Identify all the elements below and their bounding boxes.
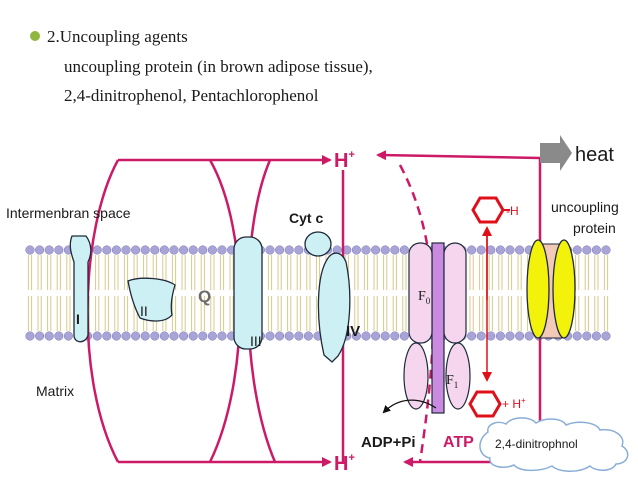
f0-label: F0	[418, 289, 431, 306]
dnp-top	[471, 196, 510, 224]
uncoupling-protein-label-2: protein	[573, 220, 616, 236]
atp-label: ATP	[443, 434, 474, 451]
complex-II-label: II	[140, 303, 148, 319]
dnp-bottom	[468, 390, 502, 418]
uncoupling-protein-label-1: uncoupling	[551, 199, 619, 215]
complex-III-label: III	[250, 333, 262, 349]
header-line-2: 2,4-dinitrophenol, Pentachlorophenol	[64, 86, 319, 105]
heat-label: heat	[575, 144, 614, 166]
complex-I: I	[69, 235, 92, 343]
proton-top-label: H+	[334, 149, 355, 172]
atp-synthase	[403, 242, 471, 414]
adp-to-atp-arrow	[382, 399, 437, 414]
complex-III: III	[233, 236, 263, 350]
adp-pi-label: ADP+Pi	[361, 434, 416, 451]
heat-arrow	[540, 135, 572, 171]
bullet-dot	[30, 31, 40, 41]
dnp-bottom-h-label: + H+	[502, 396, 526, 411]
dnp-callout-text: 2,4-dinitrophnol	[495, 437, 578, 451]
proton-bottom-label: H+	[334, 452, 355, 475]
complex-I-label: I	[76, 311, 80, 327]
intermembrane-space-label: Intermenbran space	[6, 205, 131, 221]
cytochrome-c-label: Cyt c	[289, 210, 323, 226]
header-line-1: uncoupling protein (in brown adipose tis…	[64, 57, 373, 76]
matrix-label: Matrix	[36, 383, 74, 399]
uncoupling-protein	[526, 239, 576, 339]
complex-II: II	[127, 277, 176, 322]
lipid-bilayer	[25, 245, 611, 341]
slide-title: 2.Uncoupling agents	[47, 27, 188, 46]
dnp-callout-cloud	[479, 417, 629, 472]
cytochrome-c	[304, 231, 332, 257]
ubiquinone-label: Q	[198, 287, 211, 306]
complex-IV-label: IV	[346, 323, 360, 340]
f1-label: F1	[446, 373, 458, 390]
complex-IV: IV	[317, 252, 360, 363]
dnp-top-h-label: -H	[506, 204, 519, 218]
